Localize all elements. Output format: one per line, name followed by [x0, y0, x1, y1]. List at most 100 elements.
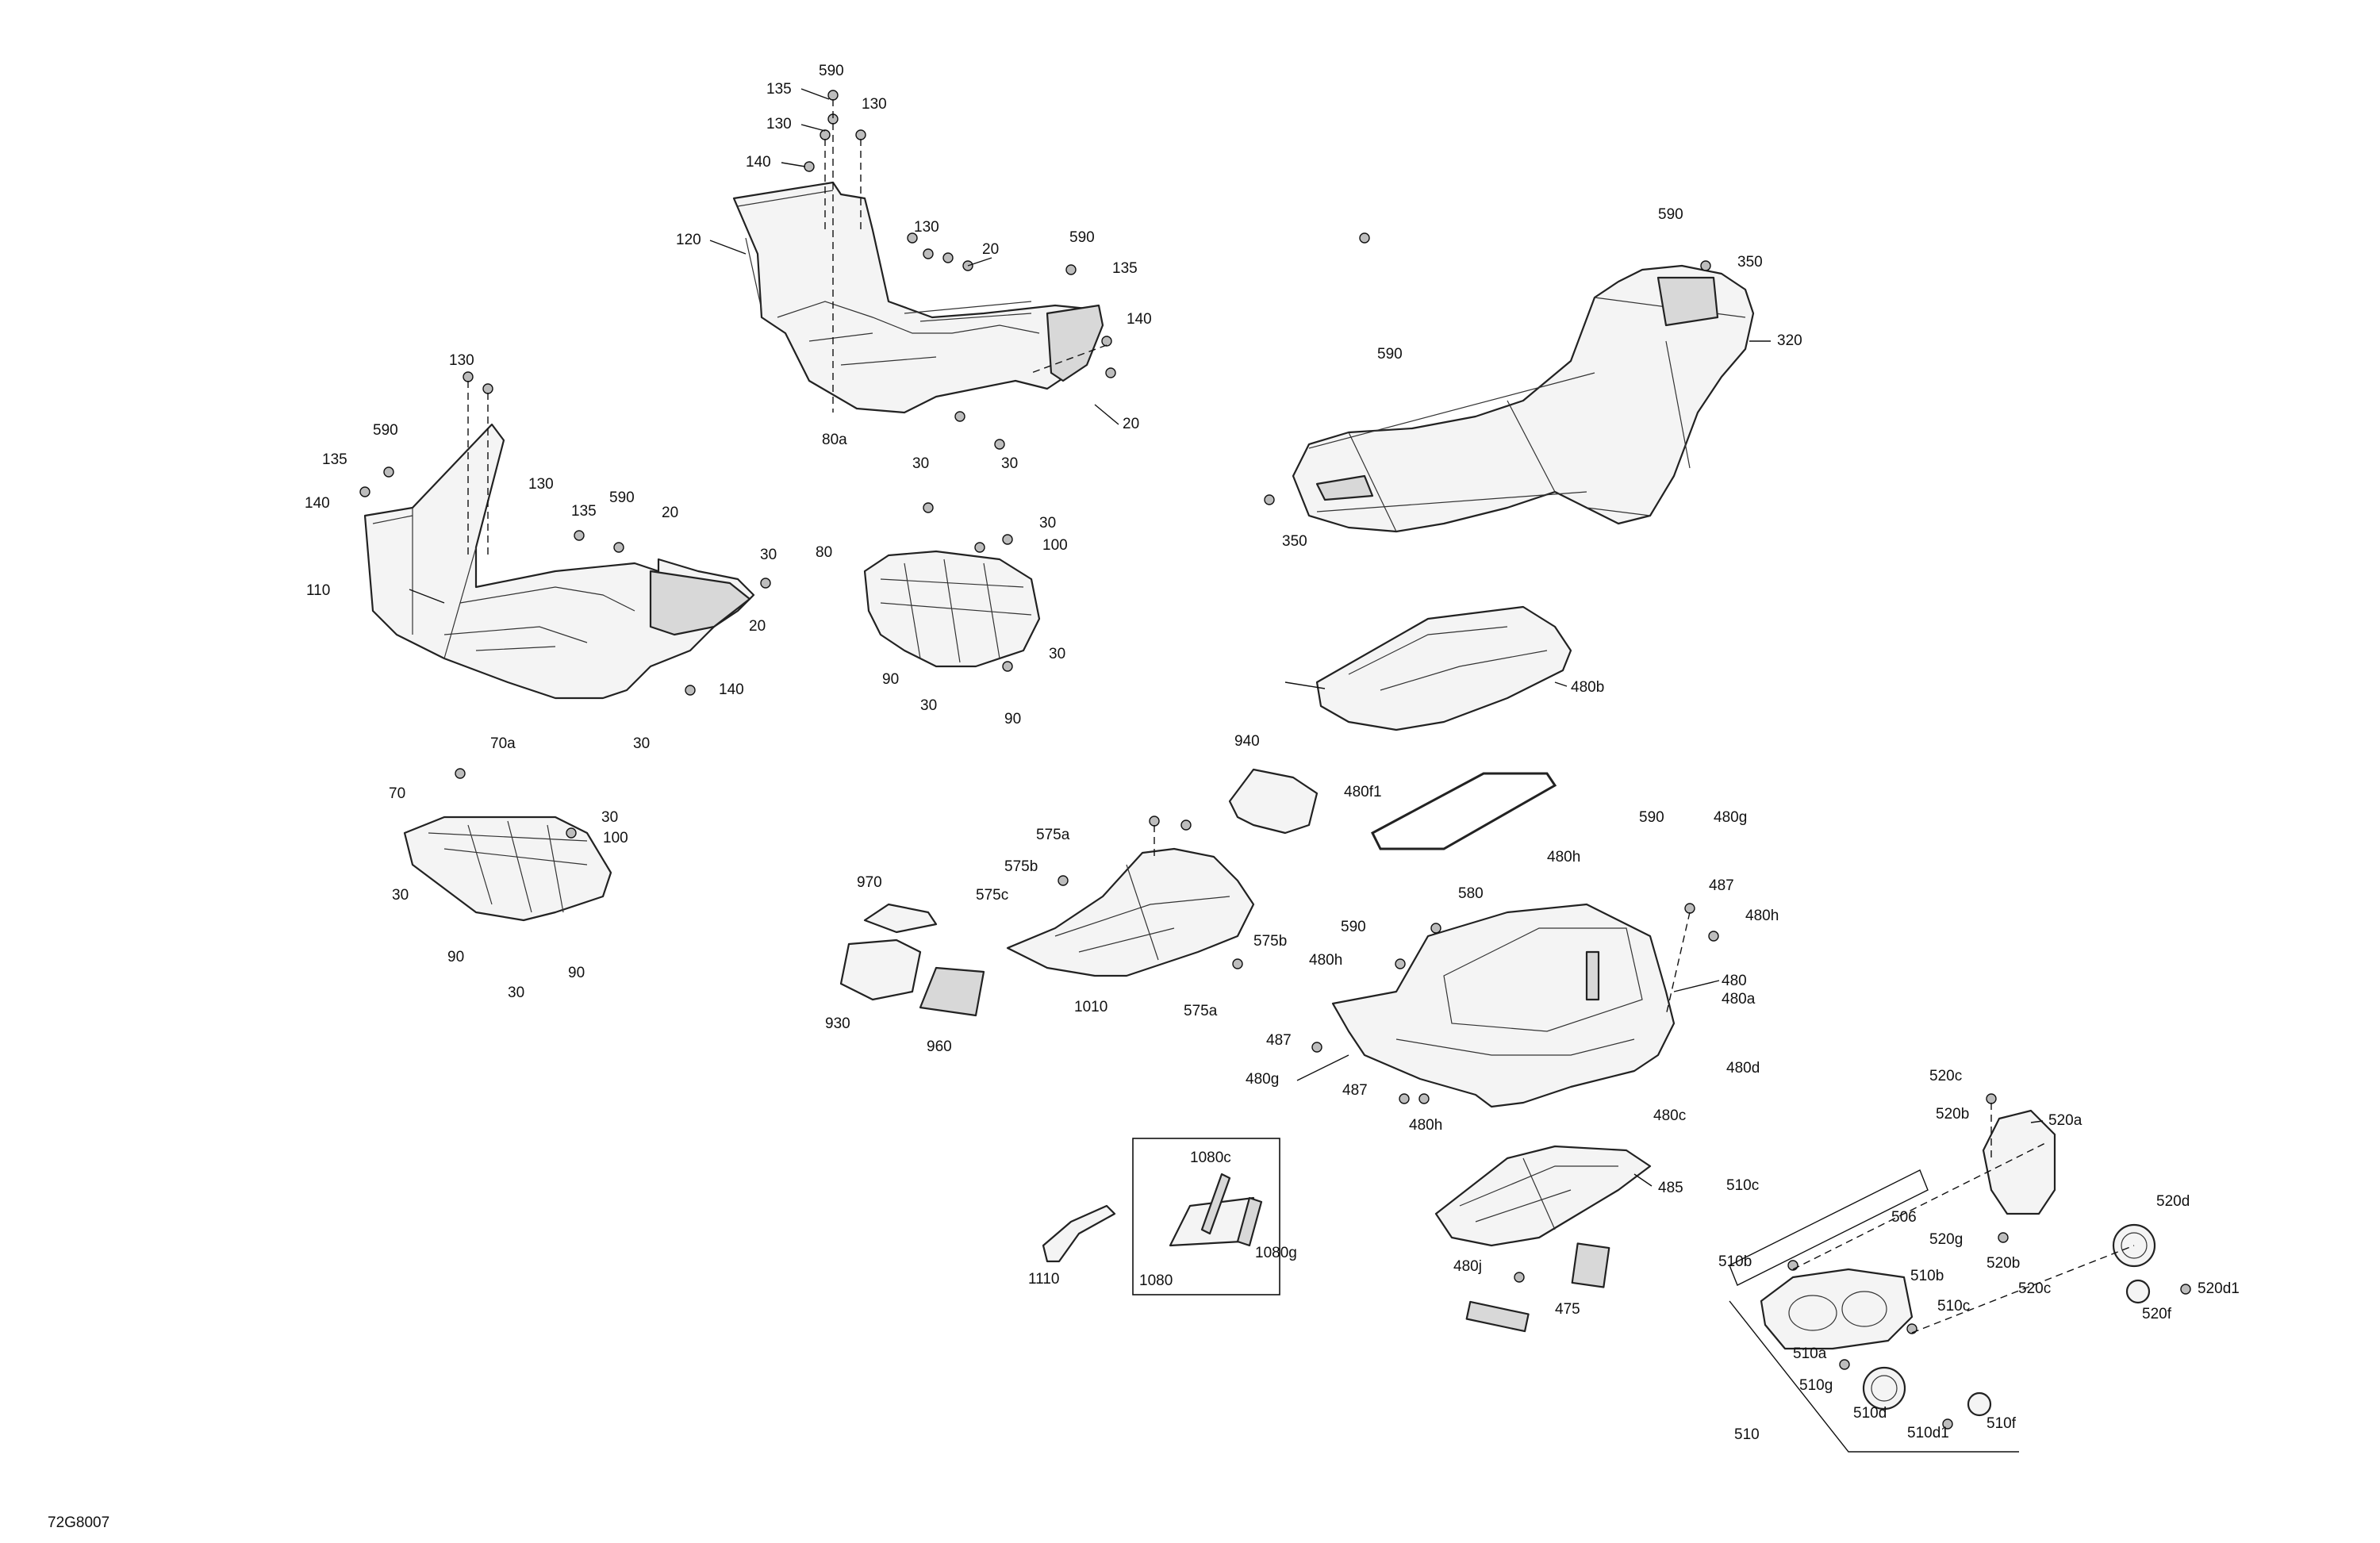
callout-510b: 510b: [1718, 1253, 1752, 1270]
callout-480h: 480h: [1745, 908, 1779, 924]
headlight-510d: [1862, 1366, 1906, 1411]
callout-20: 20: [749, 618, 766, 635]
callout-575b: 575b: [1004, 858, 1038, 875]
callout-480j: 480j: [1453, 1258, 1482, 1275]
callout-20: 20: [982, 241, 999, 258]
callout-510d1: 510d1: [1907, 1425, 1949, 1441]
callout-480h: 480h: [1309, 952, 1342, 969]
callout-140: 140: [746, 154, 771, 171]
callout-90: 90: [1004, 711, 1021, 727]
callout-1080c: 1080c: [1190, 1150, 1231, 1166]
callout-590: 590: [1377, 346, 1403, 363]
callout-20: 20: [662, 505, 678, 521]
callout-520c: 520c: [1929, 1068, 1962, 1084]
callout-90: 90: [447, 949, 464, 965]
callout-140: 140: [305, 495, 330, 512]
callout-90: 90: [568, 965, 585, 981]
front-fender-120: [732, 181, 1104, 414]
callout-30: 30: [601, 809, 618, 826]
bulb-socket-510f: [1967, 1391, 1992, 1417]
callout-480c: 480c: [1653, 1107, 1686, 1124]
callout-30: 30: [1039, 515, 1056, 532]
callout-leaders: [409, 88, 2044, 1187]
callout-510g: 510g: [1799, 1377, 1833, 1394]
callout-80a: 80a: [822, 432, 847, 448]
callout-130: 130: [766, 116, 792, 132]
tool-kit-1080: [1132, 1138, 1280, 1295]
callout-510a: 510a: [1793, 1345, 1827, 1362]
footrest-70: [403, 816, 612, 922]
callout-575a: 575a: [1036, 827, 1070, 843]
callout-520d1: 520d1: [2198, 1280, 2240, 1297]
callout-20: 20: [1123, 416, 1139, 432]
callout-590: 590: [373, 422, 398, 439]
callout-130: 130: [449, 352, 474, 369]
callout-140: 140: [1127, 311, 1152, 328]
callout-480f1: 480f1: [1344, 784, 1382, 800]
callout-960: 960: [927, 1038, 952, 1055]
headlight-housing-510a: [1760, 1268, 1914, 1350]
callout-140: 140: [719, 681, 744, 698]
callout-480g: 480g: [1246, 1071, 1279, 1088]
callout-1080g: 1080g: [1255, 1245, 1297, 1261]
rear-fender-110: [363, 423, 755, 700]
protector-485: [1434, 1145, 1652, 1247]
callout-930: 930: [825, 1015, 850, 1032]
callout-487: 487: [1266, 1032, 1292, 1049]
callout-labels: 590 135 130 130 140 120 130 20 590 135 1…: [48, 63, 2240, 1531]
callout-575c: 575c: [976, 887, 1008, 904]
callout-130: 130: [862, 96, 887, 113]
panel-970: [863, 903, 938, 934]
wrench-1110: [1042, 1204, 1116, 1263]
pad-475-b: [1571, 1242, 1610, 1288]
callout-590: 590: [1658, 206, 1683, 223]
callout-90: 90: [882, 671, 899, 688]
callout-30: 30: [1001, 455, 1018, 472]
callout-510f: 510f: [1987, 1415, 2017, 1432]
callout-970: 970: [857, 874, 882, 891]
pad-960: [919, 966, 985, 1017]
assembly-lines: [467, 99, 2135, 1334]
callout-135: 135: [1112, 260, 1138, 277]
fasteners: [359, 90, 2191, 1430]
callout-30: 30: [912, 455, 929, 472]
callout-520d: 520d: [2156, 1193, 2190, 1210]
callout-130: 130: [914, 219, 939, 236]
callout-480h: 480h: [1409, 1117, 1442, 1134]
callout-70a: 70a: [490, 735, 516, 752]
callout-580: 580: [1458, 885, 1484, 902]
storage-box-480: [1331, 903, 1676, 1108]
callout-30: 30: [392, 887, 409, 904]
callout-350: 350: [1282, 533, 1307, 550]
callout-480g: 480g: [1714, 809, 1747, 826]
callout-590: 590: [609, 489, 635, 506]
callout-590: 590: [1639, 809, 1664, 826]
callout-510b: 510b: [1910, 1268, 1944, 1284]
callout-520b: 520b: [1987, 1255, 2020, 1272]
footrest-80: [863, 550, 1041, 668]
callout-520b: 520b: [1936, 1106, 1969, 1123]
rear-rack-320: [1292, 264, 1755, 533]
callout-575b: 575b: [1253, 933, 1287, 950]
callout-510c: 510c: [1726, 1177, 1759, 1194]
bracket-940: [1228, 768, 1319, 835]
callout-135: 135: [766, 81, 792, 98]
callout-1080: 1080: [1139, 1272, 1173, 1289]
callout-320: 320: [1777, 332, 1802, 349]
floor-panel-1010: [1006, 847, 1255, 977]
pad-475-a: [1465, 1300, 1530, 1333]
callout-487: 487: [1709, 877, 1734, 894]
bulb-socket-520f: [2125, 1279, 2151, 1304]
callout-130: 130: [528, 476, 554, 493]
reference-code: 72G8007: [48, 1514, 109, 1531]
callout-510c: 510c: [1937, 1298, 1970, 1315]
callout-506: 506: [1891, 1209, 1917, 1226]
callout-475: 475: [1555, 1301, 1580, 1318]
callout-520c: 520c: [2018, 1280, 2051, 1297]
panel-930: [839, 938, 922, 1001]
callout-135: 135: [571, 503, 597, 520]
callout-480d: 480d: [1726, 1060, 1760, 1077]
callout-480h: 480h: [1547, 849, 1580, 866]
callout-30: 30: [920, 697, 937, 714]
